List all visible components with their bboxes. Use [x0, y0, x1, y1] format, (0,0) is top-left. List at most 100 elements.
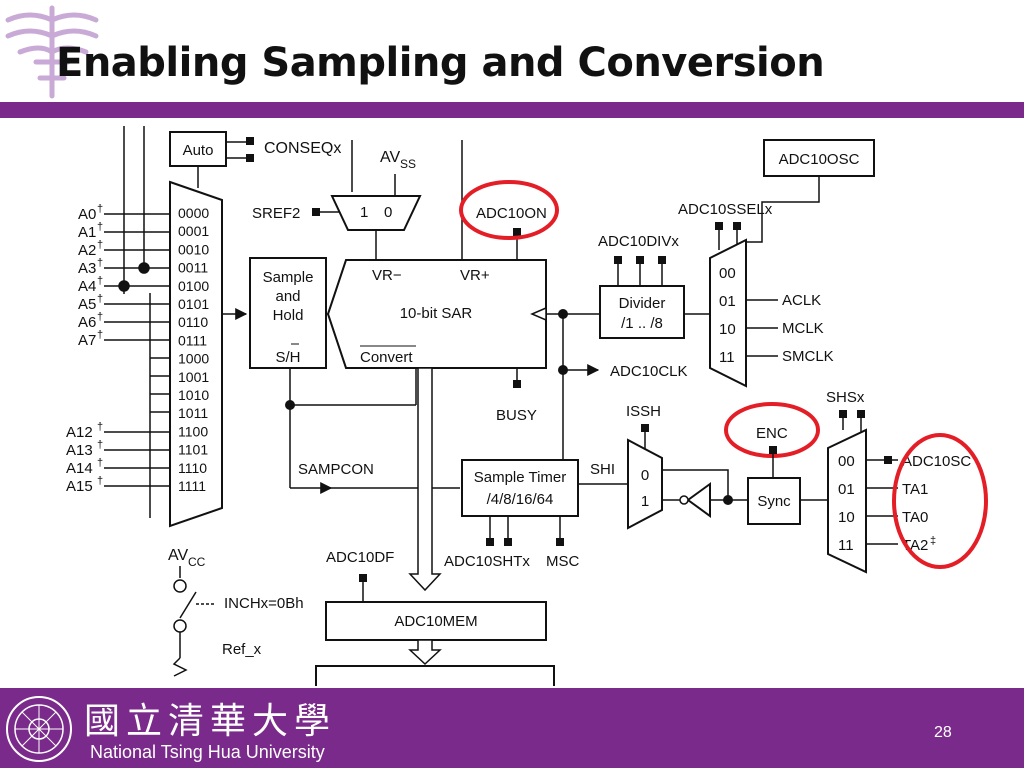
- footer-bar: 國立清華大學 National Tsing Hua University 28: [0, 688, 1024, 768]
- avcc-subscript: CC: [188, 555, 206, 569]
- enc-highlight: [724, 402, 820, 458]
- enc-label: ENC: [756, 425, 788, 442]
- shs-source-highlight: [892, 433, 988, 569]
- divider-ratio: /1 .. /8: [621, 315, 663, 332]
- clock-source-smclk: SMCLK: [782, 348, 834, 365]
- adc10osc-label: ADC10OSC: [779, 151, 860, 168]
- divider-box: [599, 285, 685, 339]
- sync-box: [747, 477, 801, 525]
- shi-label: SHI: [590, 461, 615, 478]
- sample-hold-line-3: Hold: [273, 307, 304, 324]
- clock-mux-code: 00: [719, 265, 736, 282]
- mux-code: 0000: [178, 205, 209, 221]
- dagger-mark: †: [97, 239, 103, 251]
- adc10sht-label: ADC10SHTx: [444, 553, 530, 570]
- clock-mux-code: 01: [719, 293, 736, 310]
- clock-mux-code: 11: [719, 349, 735, 366]
- dagger-mark: †: [97, 203, 103, 215]
- convert-label: Convert: [360, 349, 413, 366]
- sample-hold-box: [249, 257, 327, 369]
- university-name-chinese: 國立清華大學: [84, 701, 337, 742]
- vr-plus-label: VR+: [460, 267, 490, 284]
- adc10on-highlight: [459, 180, 559, 240]
- adc10mem-box: [325, 601, 547, 641]
- input-mux: [169, 180, 223, 528]
- msc-label: MSC: [546, 553, 580, 570]
- sample-hold-line-1: Sample: [263, 269, 314, 286]
- university-logo: [5, 5, 99, 99]
- input-label-a12: A12: [66, 424, 93, 441]
- dagger-mark: †: [97, 439, 103, 451]
- shi-mux-0: 0: [641, 467, 649, 484]
- mux-code: 0110: [178, 314, 208, 330]
- input-label-a14: A14: [66, 460, 93, 477]
- title-divider-bar: [0, 102, 1024, 118]
- sample-timer-ratio: /4/8/16/64: [487, 491, 554, 508]
- shi-mux-1: 1: [641, 493, 649, 510]
- mux-code: 1101: [178, 442, 208, 458]
- dagger-mark: †: [97, 475, 103, 487]
- ref-mux: [330, 195, 422, 231]
- shs-mux-code: 00: [838, 453, 855, 470]
- input-label-a0: A0: [78, 206, 96, 223]
- avss-label: AV: [380, 149, 400, 166]
- junction-dot: [138, 262, 150, 274]
- conseq-label: CONSEQx: [264, 140, 341, 157]
- ref-x-label: Ref_x: [222, 641, 262, 658]
- adc10osc-box: [763, 139, 875, 177]
- junction-dot: [118, 280, 130, 292]
- dagger-mark: †: [97, 257, 103, 269]
- dagger-mark: †: [97, 275, 103, 287]
- mux-code: 0011: [178, 260, 208, 276]
- busy-label: BUSY: [496, 407, 537, 424]
- adc10mem-label: ADC10MEM: [394, 613, 477, 630]
- divider-label: Divider: [619, 295, 666, 312]
- mux-code: 0111: [178, 332, 207, 348]
- mux-code: 0101: [178, 296, 209, 312]
- input-label-a7: A7: [78, 332, 96, 349]
- input-label-a15: A15: [66, 478, 93, 495]
- auto-box: [169, 131, 227, 167]
- input-label-a13: A13: [66, 442, 93, 459]
- shs-source-ta0: TA0: [902, 509, 928, 526]
- shs-source-ta1: TA1: [902, 481, 928, 498]
- mux-code: 1110: [178, 460, 207, 476]
- input-label-a1: A1: [78, 224, 96, 241]
- shs-source-adc10sc: ADC10SC: [902, 453, 971, 470]
- sar-block: [326, 259, 547, 369]
- vr-minus-label: VR−: [372, 267, 402, 284]
- adc10-block-diagram: A0†A1†A2†A3†A4†A5†A6†A7†A12†A13†A14†A15†…: [66, 126, 988, 686]
- sample-hold-line-2: and: [275, 288, 300, 305]
- mux-code: 0001: [178, 223, 209, 239]
- inverter: [686, 482, 711, 518]
- sync-label: Sync: [757, 493, 791, 510]
- dagger-mark: †: [97, 329, 103, 341]
- mux-code: 1001: [178, 369, 209, 385]
- adc10ssel-label: ADC10SSELx: [678, 201, 773, 218]
- input-label-a6: A6: [78, 314, 96, 331]
- adc10df-label: ADC10DF: [326, 549, 394, 566]
- university-seal: [6, 696, 72, 762]
- shs-mux-code: 10: [838, 509, 855, 526]
- inch-label: INCHx=0Bh: [224, 595, 304, 612]
- auto-label: Auto: [183, 142, 214, 159]
- dagger-mark: †: [97, 293, 103, 305]
- issh-label: ISSH: [626, 403, 661, 420]
- shsx-label: SHSx: [826, 389, 865, 406]
- adc10clk-label: ADC10CLK: [610, 363, 688, 380]
- clock-source-mclk: MCLK: [782, 320, 824, 337]
- slide-title: Enabling Sampling and Conversion: [56, 40, 825, 86]
- avcc-label: AV: [168, 547, 188, 564]
- clock-source-mux: [709, 238, 747, 388]
- mux-code: 1100: [178, 423, 208, 439]
- sample-timer-box: [461, 459, 579, 517]
- shs-mux-code: 11: [838, 537, 854, 554]
- adc10div-label: ADC10DIVx: [598, 233, 679, 250]
- sref2-label: SREF2: [252, 205, 300, 222]
- input-label-a2: A2: [78, 242, 96, 259]
- mux-code: 1010: [178, 387, 209, 403]
- shs-mux: [827, 428, 867, 574]
- mux-code: 0100: [178, 278, 209, 294]
- sh-label: S/H: [275, 349, 300, 366]
- ref-mux-1: 1: [360, 204, 368, 221]
